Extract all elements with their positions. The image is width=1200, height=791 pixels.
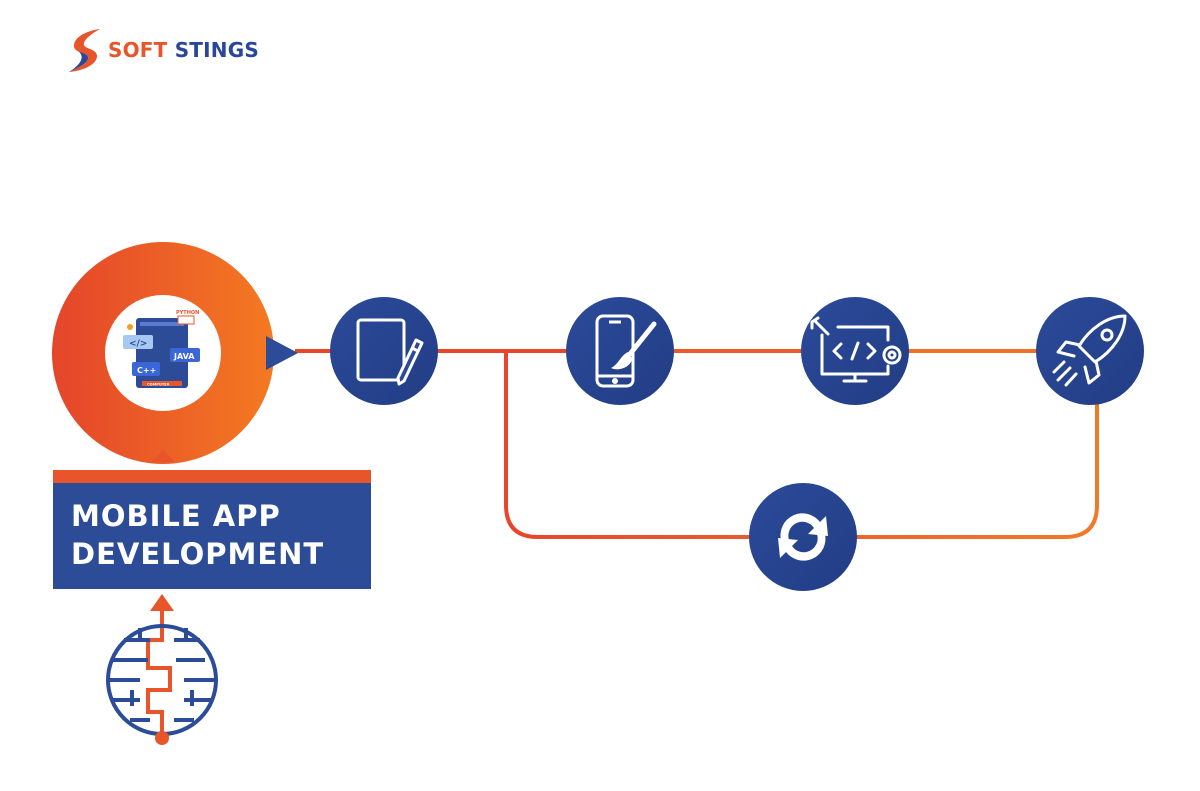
phone-paintbrush-icon bbox=[595, 314, 657, 388]
globe-maze-icon bbox=[106, 624, 218, 736]
tablet-pen-icon bbox=[356, 318, 424, 386]
start-point-icon bbox=[155, 731, 169, 745]
monitor-code-gear-icon bbox=[810, 316, 902, 383]
feedback-loop-line bbox=[504, 351, 1099, 539]
java-label: JAVA bbox=[173, 352, 195, 361]
globe-maze-start[interactable] bbox=[106, 624, 218, 745]
code-tag-label: </> bbox=[129, 339, 147, 349]
title-banner: MOBILE APP DEVELOPMENT bbox=[53, 470, 371, 589]
computer-label: COMPUTER bbox=[147, 383, 170, 387]
code-languages-icon: PYTHON </> JAVA C++ COMPUTER bbox=[123, 310, 200, 388]
refresh-cycle-icon bbox=[778, 513, 828, 561]
title-line1: MOBILE APP bbox=[71, 499, 281, 533]
hub-arrow-icon bbox=[266, 336, 298, 370]
brand-name-part1: SOFT bbox=[108, 38, 168, 62]
stage-launch[interactable] bbox=[1036, 297, 1144, 405]
stage-iteration[interactable] bbox=[749, 483, 857, 591]
stage-development[interactable] bbox=[801, 297, 909, 405]
start-arrow-head bbox=[150, 594, 174, 611]
title-line2: DEVELOPMENT bbox=[71, 537, 325, 571]
python-label: PYTHON bbox=[176, 310, 199, 316]
stage-planning[interactable] bbox=[330, 297, 438, 405]
start-arrow-line bbox=[146, 608, 172, 738]
stage-design[interactable] bbox=[566, 297, 674, 405]
hub-pointer-icon bbox=[151, 450, 175, 462]
sting-logo-icon bbox=[69, 29, 100, 72]
rocket-icon bbox=[1052, 314, 1127, 387]
cpp-label: C++ bbox=[137, 366, 156, 375]
brand-logo[interactable]: SOFT STINGS bbox=[66, 26, 259, 74]
mobile-app-development-hub[interactable]: PYTHON </> JAVA C++ COMPUTER bbox=[52, 242, 298, 464]
brand-name: SOFT STINGS bbox=[108, 40, 259, 60]
brand-name-part2: STINGS bbox=[174, 38, 259, 62]
